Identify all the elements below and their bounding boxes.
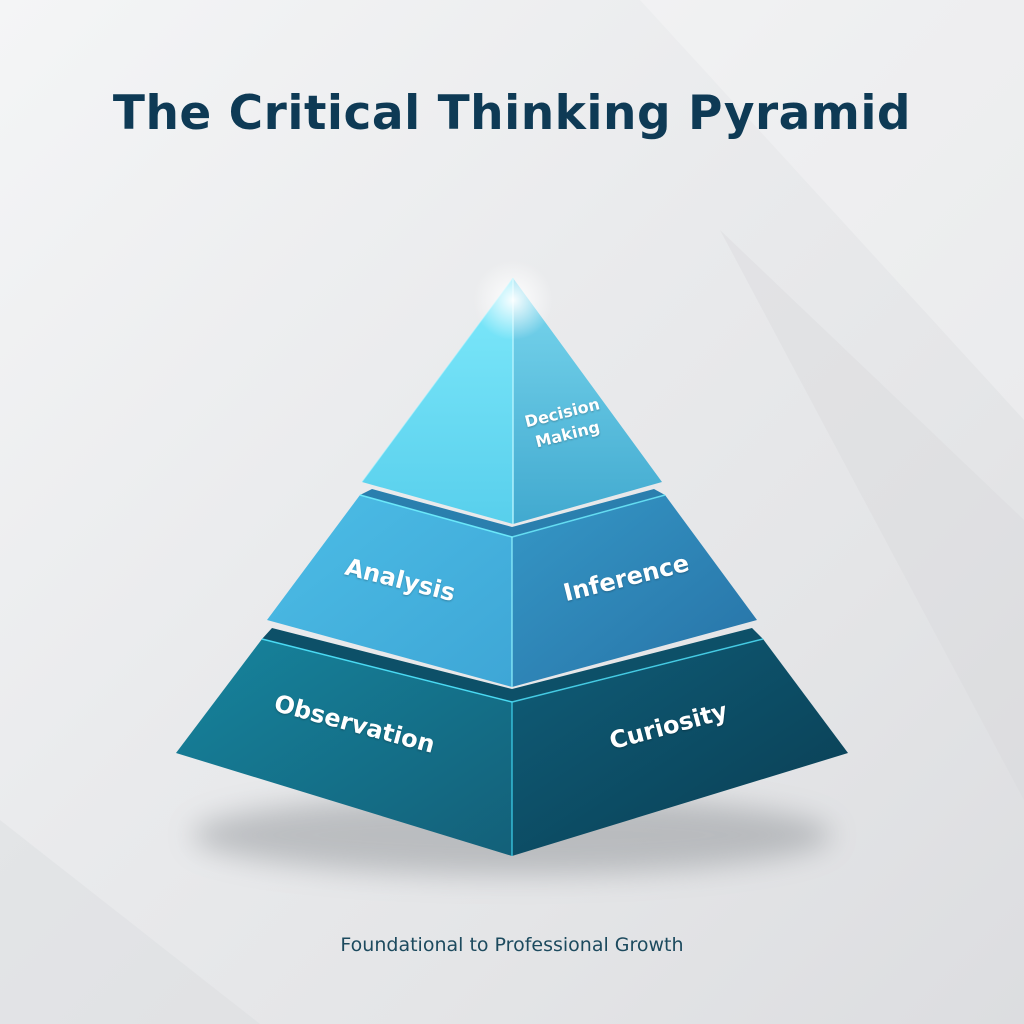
apex-glow — [473, 260, 553, 340]
tier-bottom — [176, 628, 848, 856]
subtitle: Foundational to Professional Growth — [340, 934, 684, 956]
tier-middle — [267, 489, 757, 687]
page-title: The Critical Thinking Pyramid — [112, 86, 912, 141]
